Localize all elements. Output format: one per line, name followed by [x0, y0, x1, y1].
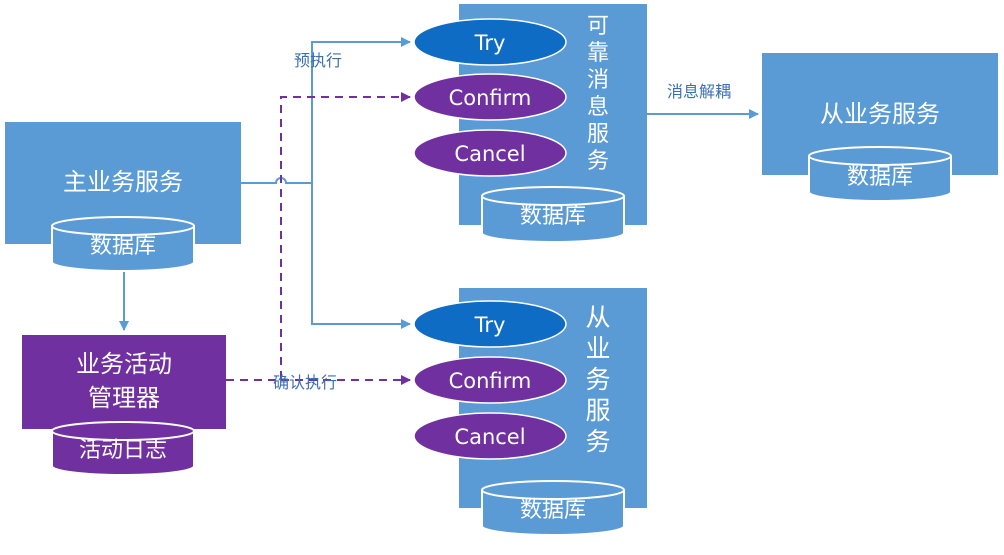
sub-service-try-label: Try: [474, 313, 506, 337]
sub-service-confirm-label: Confirm: [449, 369, 532, 393]
sub-service-confirm-op: Confirm: [413, 356, 567, 404]
pre-execute-connectors: [241, 37, 411, 329]
activity-log-db: 活动日志: [51, 421, 195, 476]
sub-service-lower-vertical-label: 从 业 务 服 务: [585, 303, 610, 456]
sub-service-cancel-op: Cancel: [413, 412, 567, 460]
sub-service-right-db: 数据库: [808, 146, 952, 202]
activity-log-db-label: 活动日志: [79, 438, 167, 463]
reliable-msg-char: 靠: [587, 41, 609, 66]
arrow-main-to-try-top: [241, 37, 411, 184]
sub-service-right-title: 从业务服务: [820, 100, 940, 128]
reliable-msg-cancel-op: Cancel: [413, 129, 567, 177]
reliable-msg-cancel-label: Cancel: [454, 142, 525, 166]
main-service-db: 数据库: [51, 216, 195, 272]
reliable-msg-try-op: Try: [413, 18, 567, 66]
activity-manager-title-line1: 业务活动: [76, 350, 172, 378]
main-service-db-label: 数据库: [90, 234, 156, 259]
sub-service-right-db-label: 数据库: [847, 165, 913, 190]
reliable-msg-char: 可: [587, 14, 609, 39]
sub-service-char: 务: [585, 427, 610, 456]
reliable-msg-char: 服: [587, 122, 609, 147]
sub-service-char: 服: [585, 396, 610, 425]
activity-manager-node: 业务活动 管理器 活动日志: [22, 335, 226, 476]
activity-manager-title-line2: 管理器: [88, 384, 160, 412]
reliable-msg-char: 消: [587, 68, 609, 93]
sub-service-right-node: 从业务服务 数据库: [762, 53, 998, 202]
sub-service-char: 从: [585, 303, 610, 332]
sub-service-char: 务: [585, 365, 610, 394]
reliable-msg-db: 数据库: [481, 186, 625, 243]
activity-manager-box: [22, 335, 226, 429]
reliable-msg-confirm-op: Confirm: [413, 73, 567, 121]
reliable-msg-char: 息: [587, 95, 609, 120]
reliable-msg-char: 务: [587, 149, 609, 174]
main-service-title: 主业务服务: [63, 168, 183, 196]
confirm-connectors: [226, 92, 411, 385]
reliable-msg-service-vertical-label: 可 靠 消 息 服 务: [587, 14, 609, 174]
label-decouple: 消息解耦: [667, 82, 731, 101]
label-pre-execute: 预执行: [294, 51, 342, 70]
arrow-main-to-try-bottom: [311, 183, 411, 329]
arrow-manager-to-confirm-top: [226, 92, 411, 381]
sub-service-lower-db: 数据库: [481, 480, 625, 536]
sub-service-char: 业: [585, 334, 610, 363]
reliable-msg-confirm-label: Confirm: [449, 86, 532, 110]
sub-service-try-op: Try: [413, 300, 567, 348]
reliable-msg-db-label: 数据库: [520, 204, 586, 229]
main-service-node: 主业务服务 数据库: [5, 122, 241, 272]
label-confirm-execute: 确认执行: [273, 373, 337, 392]
sub-service-cancel-label: Cancel: [454, 425, 525, 449]
reliable-msg-service-node: 可 靠 消 息 服 务 Try Confirm Cancel 数据库: [413, 4, 647, 243]
reliable-msg-try-label: Try: [474, 31, 506, 55]
sub-service-lower-node: 从 业 务 服 务 Try Confirm Cancel 数据库: [413, 288, 647, 536]
sub-service-lower-db-label: 数据库: [520, 498, 586, 523]
